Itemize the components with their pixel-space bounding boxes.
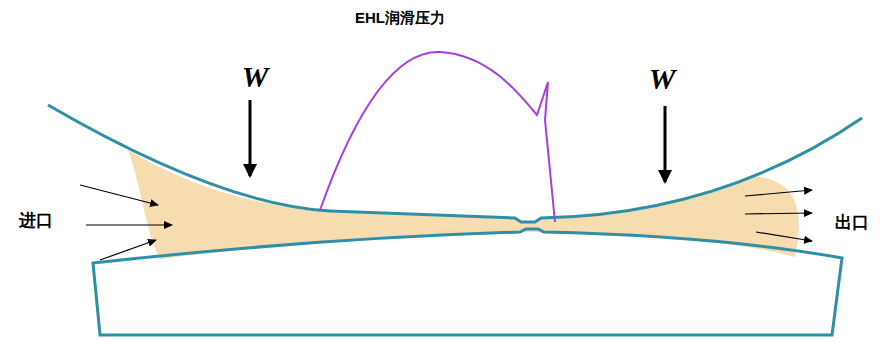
outlet-arrow — [756, 232, 812, 241]
load-symbol: W — [649, 64, 676, 94]
upper-surface — [48, 105, 862, 222]
inlet-label: 进口 — [19, 212, 53, 229]
pressure-curve — [320, 52, 555, 222]
outlet-arrow — [745, 190, 812, 196]
inlet-arrow — [80, 185, 158, 205]
outlet-label: 出口 — [835, 214, 869, 231]
pressure-title: EHL润滑压力 — [355, 10, 445, 25]
lubricant-film — [128, 150, 799, 259]
load-symbol: W — [242, 62, 269, 92]
outlet-arrow — [745, 213, 812, 214]
load-arrow — [249, 100, 252, 176]
lower-body — [93, 229, 842, 335]
inlet-arrow — [100, 240, 156, 260]
inlet-arrow — [86, 224, 172, 225]
load-arrow — [664, 106, 667, 182]
